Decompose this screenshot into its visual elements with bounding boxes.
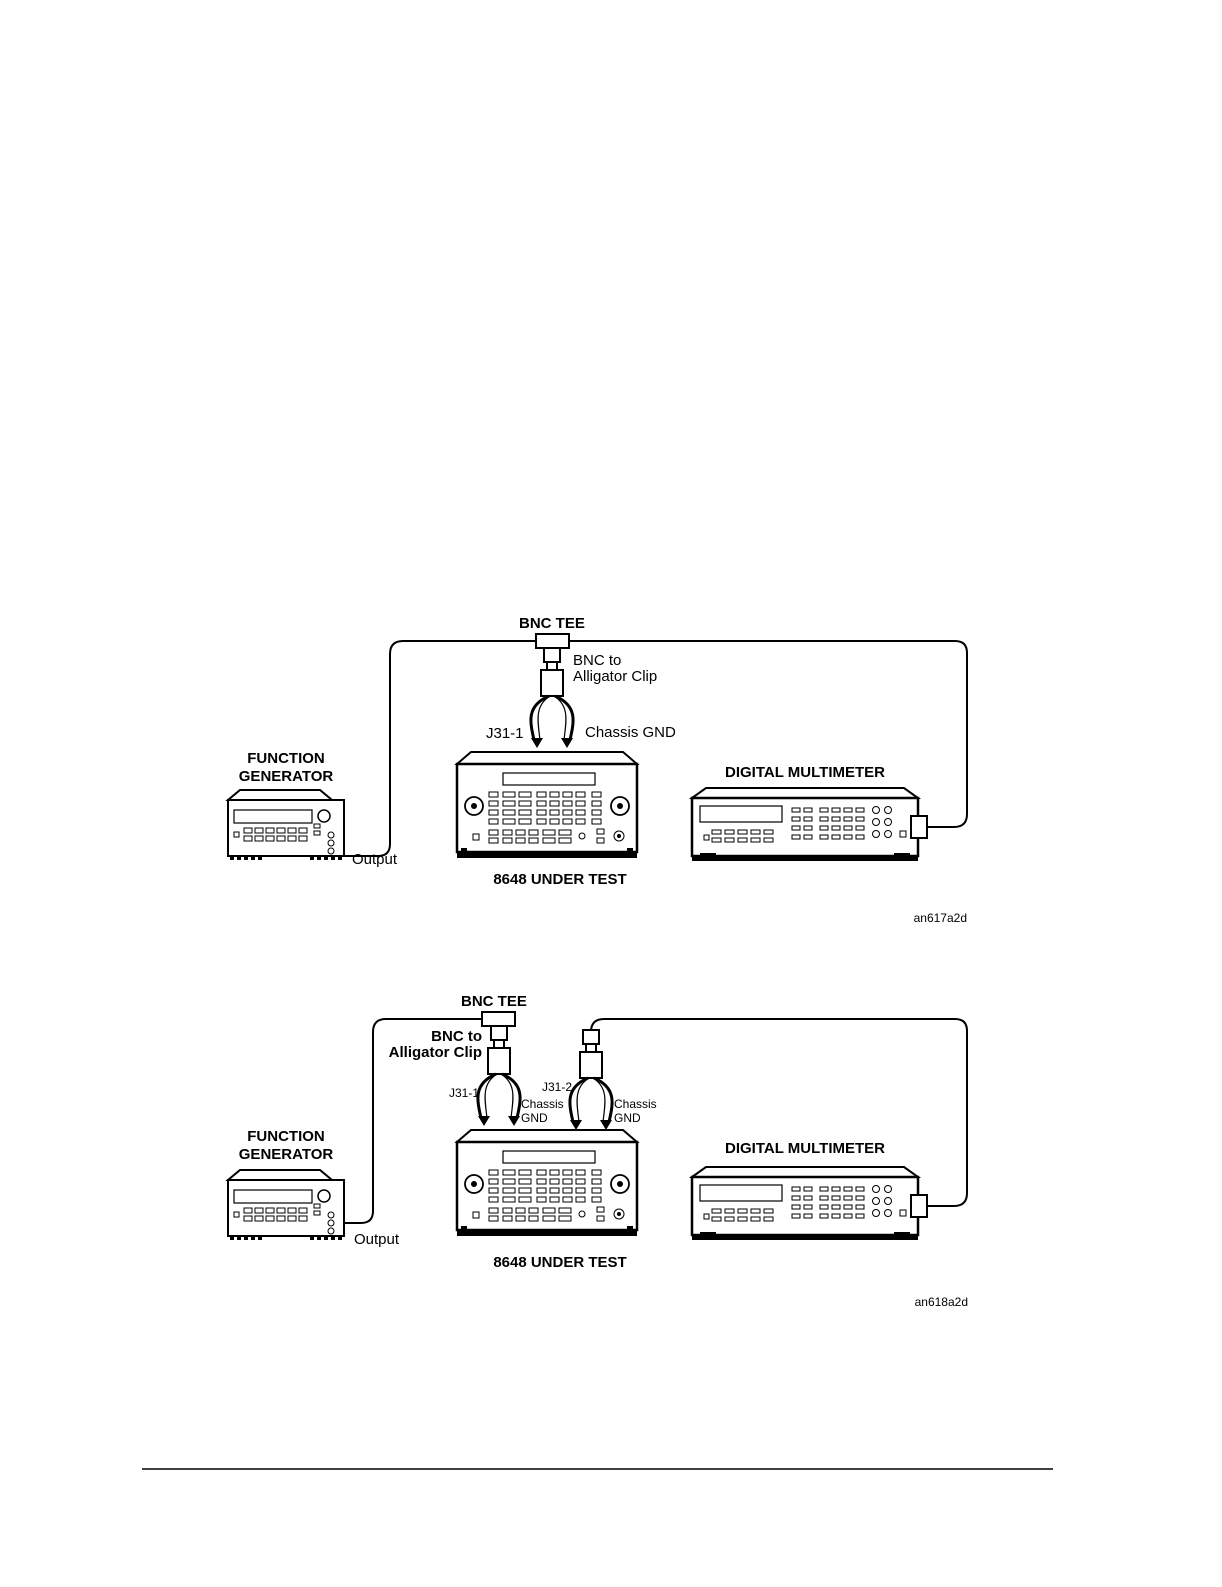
chassis-gnd-label-1-line2: GND [521,1111,548,1125]
chassis-gnd-label-2-line1: Chassis [614,1097,657,1111]
chassis-gnd-label-2-line2: GND [614,1111,641,1125]
output-label: Output [352,851,398,868]
multimeter-connector [911,816,927,838]
chassis-gnd-label-1-line1: Chassis [521,1097,564,1111]
setup-diagram-2: BNC TEE BNC to Alligator Clip J31-1 J31-… [228,993,968,1309]
function-generator-label-line1: FUNCTION [247,1128,325,1145]
bnc-tee-connector [482,1012,515,1026]
output-label: Output [354,1231,400,1248]
alligator-clip-label: Alligator Clip [389,1044,482,1061]
bnc-to-label: BNC to [573,652,621,669]
function-generator-label-line1: FUNCTION [247,750,325,767]
bnc-to-alligator-clip [531,648,573,748]
j31-1-label: J31-1 [449,1086,479,1100]
under-test-label: 8648 UNDER TEST [493,1254,626,1271]
multimeter-connector [911,1195,927,1217]
function-generator-device [228,790,344,860]
digital-multimeter-device [692,1167,918,1240]
signal-generator-8648 [457,1130,637,1236]
setup-diagram-1: BNC TEE BNC to Alligator Clip J31-1 Chas… [228,615,967,925]
under-test-label: 8648 UNDER TEST [493,871,626,888]
bnc-tee-label: BNC TEE [461,993,527,1010]
signal-generator-8648 [457,752,637,858]
function-generator-label-line2: GENERATOR [239,768,334,785]
bnc-to-label: BNC to [431,1028,482,1045]
bnc-to-alligator-clip [478,1026,520,1126]
bnc-tee-connector [536,634,569,648]
j31-2-label: J31-2 [542,1080,572,1094]
figure-id-label: an618a2d [915,1295,968,1309]
second-alligator-clip [570,1030,612,1130]
alligator-clip-label: Alligator Clip [573,668,657,685]
function-generator-device [228,1170,344,1240]
bnc-tee-label: BNC TEE [519,615,585,632]
digital-multimeter-device [692,788,918,861]
chassis-gnd-label: Chassis GND [585,724,676,741]
function-generator-label-line2: GENERATOR [239,1146,334,1163]
digital-multimeter-label: DIGITAL MULTIMETER [725,764,885,781]
j31-1-label: J31-1 [486,725,524,742]
figure-id-label: an617a2d [914,911,967,925]
digital-multimeter-label: DIGITAL MULTIMETER [725,1140,885,1157]
